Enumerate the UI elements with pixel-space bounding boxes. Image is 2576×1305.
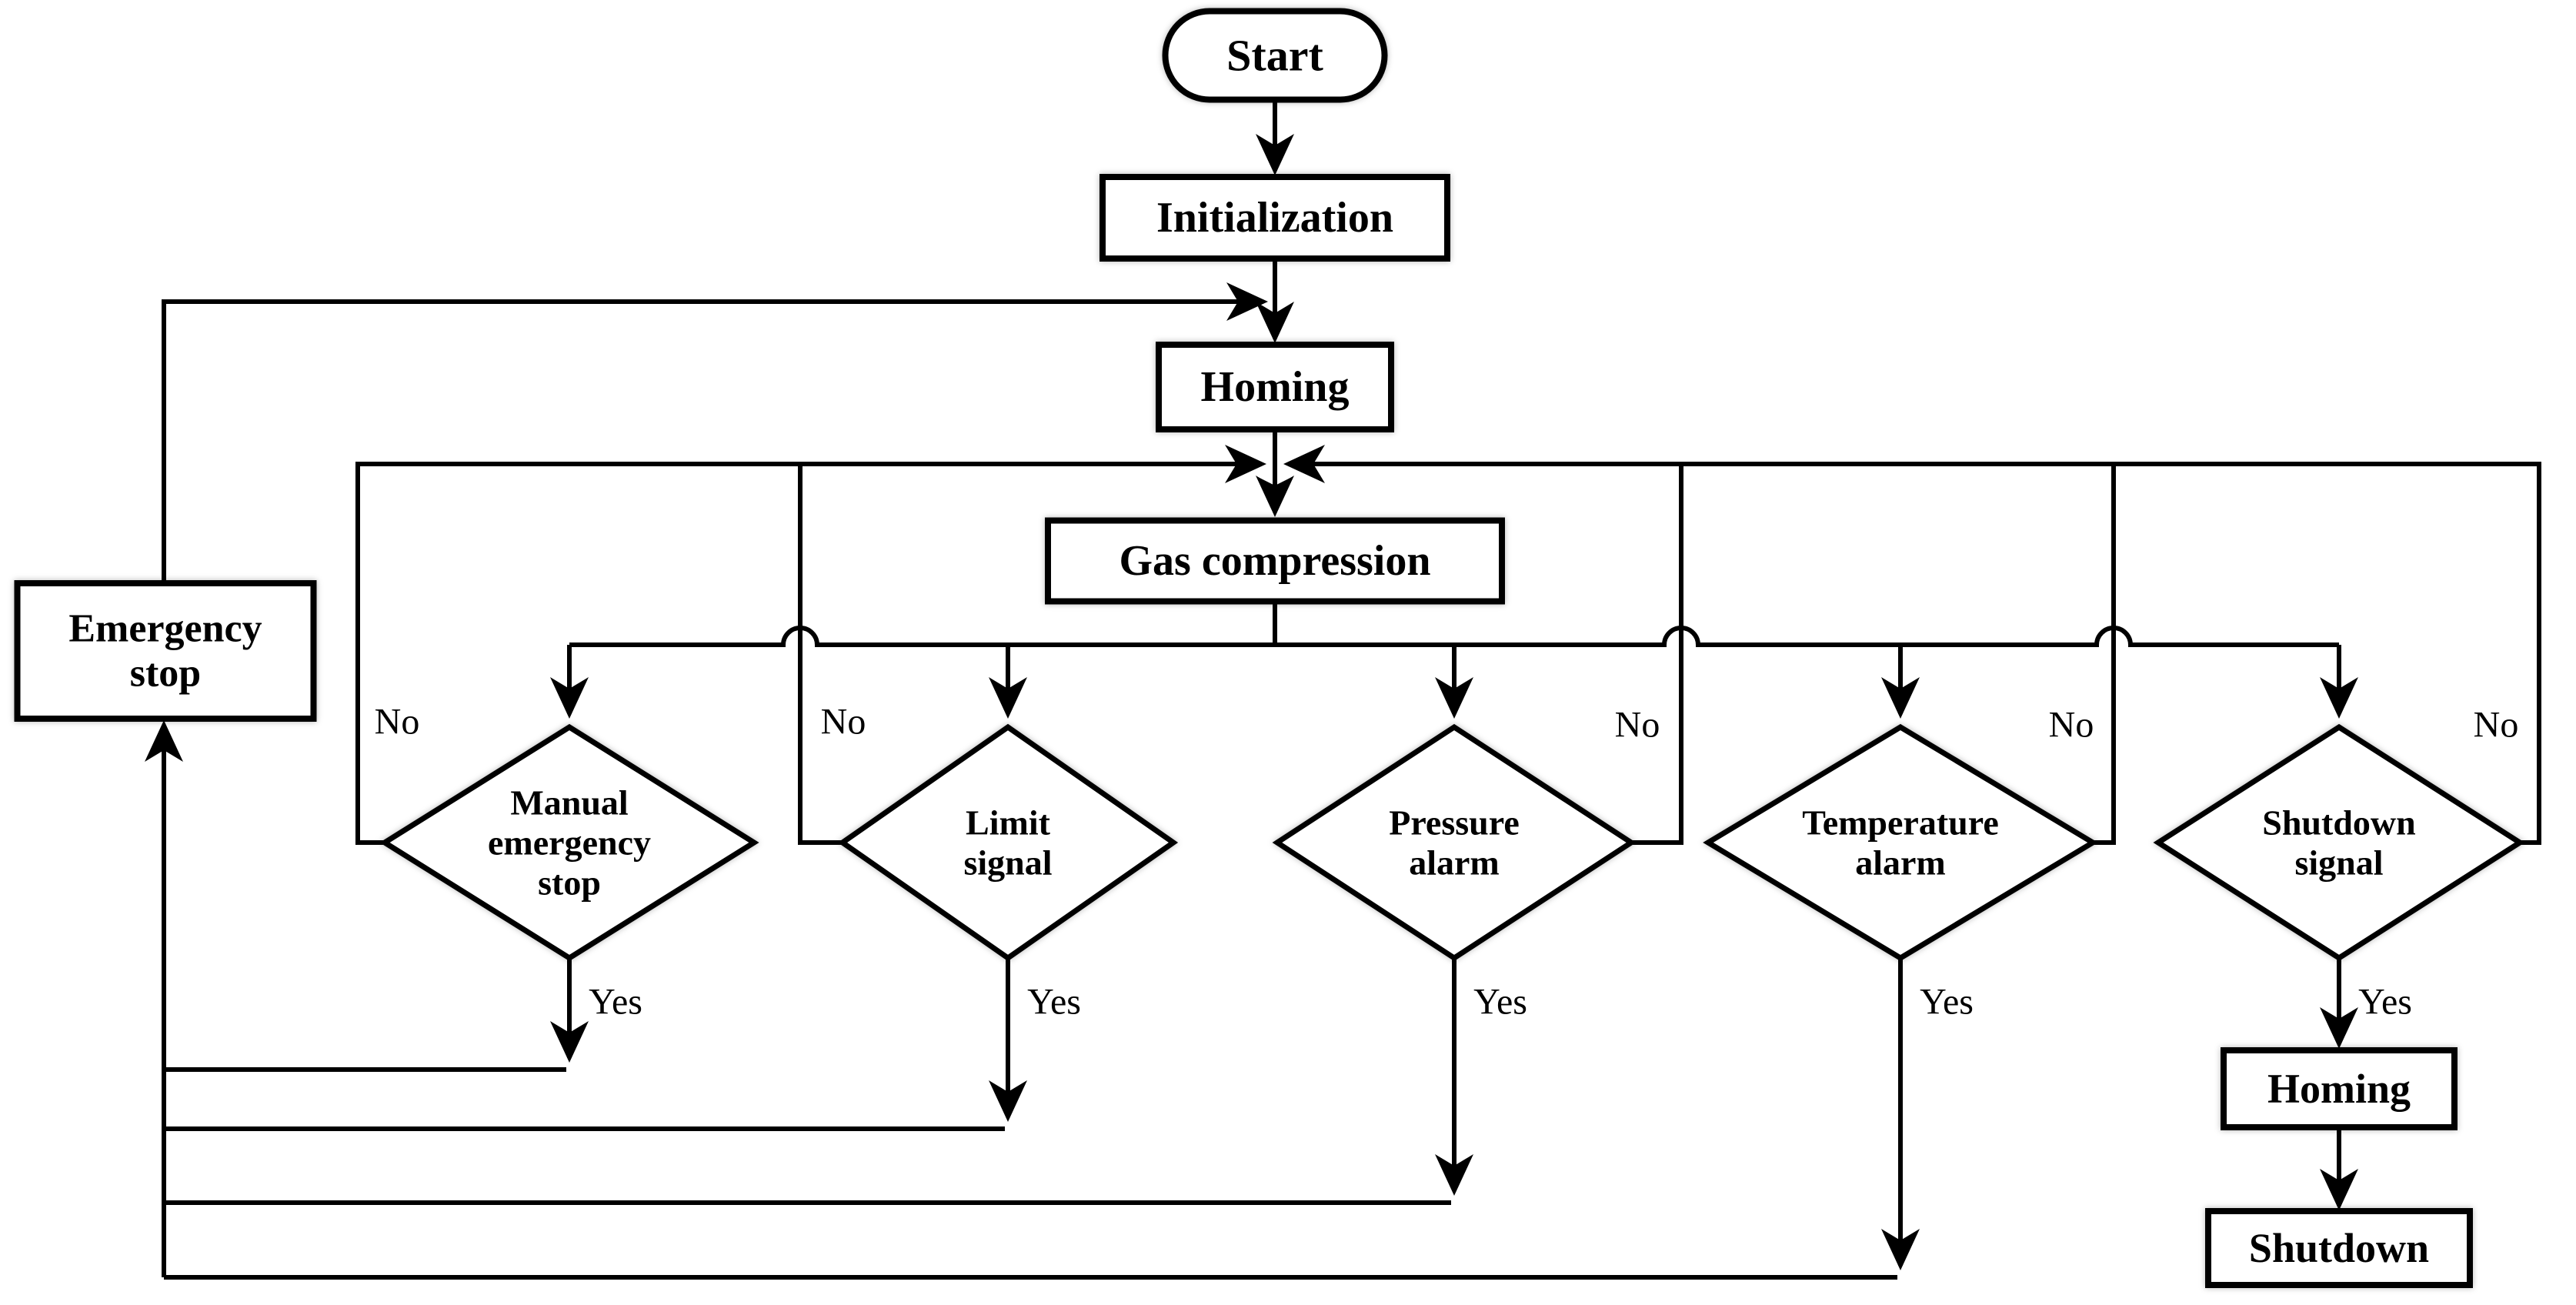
label-no-temperature: No bbox=[2049, 705, 2094, 746]
start-shape bbox=[1162, 8, 1388, 103]
label-yes-manual: Yes bbox=[589, 982, 642, 1023]
label-yes-pressure: Yes bbox=[1473, 982, 1527, 1023]
label-no-manual: No bbox=[375, 702, 420, 743]
edge-no-return-temperature-alarm bbox=[2091, 464, 2116, 845]
homing-2-label: Homing bbox=[2267, 1066, 2411, 1112]
label-yes-temperature: Yes bbox=[1920, 982, 1974, 1023]
edge-emergency-return-to-homing bbox=[162, 282, 1268, 583]
junction-decorations bbox=[1258, 477, 1292, 496]
edge-feed-line bbox=[569, 626, 2339, 647]
label-no-pressure: No bbox=[1615, 705, 1660, 746]
connector-lines bbox=[145, 100, 2541, 1280]
initialization-shape bbox=[1099, 174, 1450, 262]
shutdown-shape bbox=[2205, 1208, 2473, 1288]
edge-no-return-pressure-alarm bbox=[1630, 464, 1683, 845]
node-homing: Homing bbox=[1156, 342, 1394, 432]
label-no-shutdown-signal: No bbox=[2474, 705, 2519, 746]
label-no-limit: No bbox=[821, 702, 866, 743]
node-gas-compression: Gas compression bbox=[1045, 517, 1505, 605]
edge-no-return-limit-signal bbox=[798, 464, 844, 845]
edge-collector-left-no-manual bbox=[355, 445, 1266, 845]
homing-label: Homing bbox=[1201, 363, 1350, 411]
shutdown-signal-shape bbox=[2153, 723, 2525, 962]
node-start: Start bbox=[1162, 8, 1388, 103]
start-label: Start bbox=[1226, 31, 1323, 81]
edge-collector-right-no-shutdown bbox=[1283, 445, 2541, 845]
node-shutdown: Shutdown bbox=[2205, 1208, 2473, 1288]
pressure-alarm-shape bbox=[1272, 723, 1637, 962]
node-initialization: Initialization bbox=[1099, 174, 1450, 262]
node-homing-2: Homing bbox=[2221, 1047, 2458, 1130]
temperature-alarm-shape bbox=[1703, 723, 2098, 962]
initialization-label: Initialization bbox=[1156, 194, 1393, 242]
limit-signal-shape bbox=[837, 723, 1179, 962]
manual-emergency-stop-shape bbox=[379, 723, 759, 962]
label-yes-limit: Yes bbox=[1027, 982, 1081, 1023]
emergency-stop-shape bbox=[14, 580, 317, 722]
homing-2-shape bbox=[2221, 1047, 2458, 1130]
shutdown-label: Shutdown bbox=[2249, 1225, 2429, 1271]
gas-compression-label: Gas compression bbox=[1119, 537, 1431, 585]
label-yes-shutdown-signal: Yes bbox=[2358, 982, 2412, 1023]
gas-junction-chevron-icon bbox=[1258, 477, 1292, 496]
gas-compression-shape bbox=[1045, 517, 1505, 605]
homing-shape bbox=[1156, 342, 1394, 432]
